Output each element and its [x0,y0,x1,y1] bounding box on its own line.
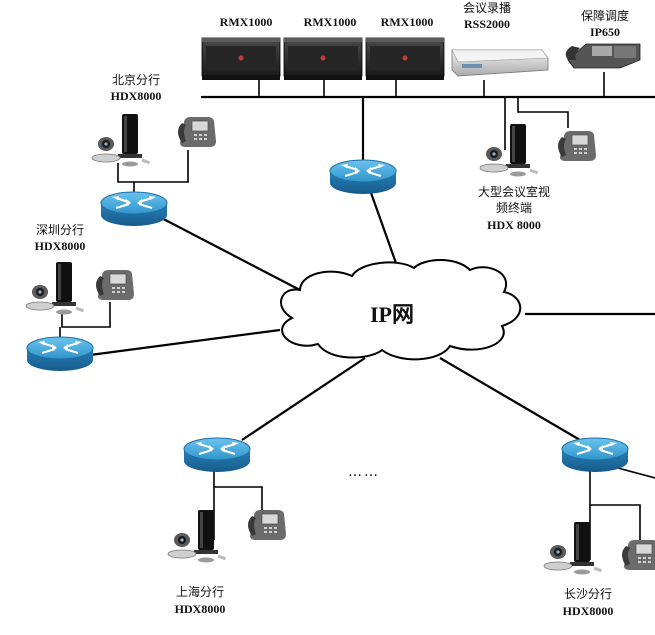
router-core [328,158,398,196]
router-beijing [99,190,169,228]
rmx-label-1: RMX1000 [220,15,273,29]
gateway-label-1: 保障调度 [581,8,629,23]
recorder-label-2: RSS2000 [464,17,510,31]
main-terminal [479,123,597,177]
changsha-name: 长沙分行 [564,587,612,601]
rss2000-recorder [451,49,549,77]
changsha-terminal [543,521,655,575]
beijing-name: 北京分行 [112,73,160,87]
shanghai-model: HDX8000 [175,602,226,616]
rmx-server-3 [365,37,445,81]
cloud-label: IP网 [370,302,414,327]
more-branches-ellipsis: …… [348,464,380,480]
main-terminal-label-1: 大型会议室视 [478,184,550,199]
shenzhen-terminal [25,261,135,315]
recorder-label-1: 会议录播 [463,1,511,15]
shenzhen-model: HDX8000 [35,239,86,253]
changsha-model: HDX8000 [563,604,614,618]
router-changsha [560,436,630,474]
shanghai-terminal [167,509,287,563]
ip650-phone [565,43,641,69]
router-shanghai [182,436,252,474]
rmx-label-3: RMX1000 [381,15,434,29]
beijing-model: HDX8000 [111,89,162,103]
main-terminal-label-2: 频终端 [496,200,532,215]
gateway-label-2: IP650 [590,25,620,39]
rmx-server-2 [283,37,363,81]
main-terminal-label-3: HDX 8000 [487,218,541,232]
rmx-server-1 [201,37,281,81]
ip-network-cloud: IP网 [280,259,522,361]
shenzhen-name: 深圳分行 [36,223,84,237]
rmx-label-2: RMX1000 [304,15,357,29]
router-shenzhen [25,335,95,373]
shanghai-name: 上海分行 [176,584,224,599]
beijing-terminal [91,113,217,167]
